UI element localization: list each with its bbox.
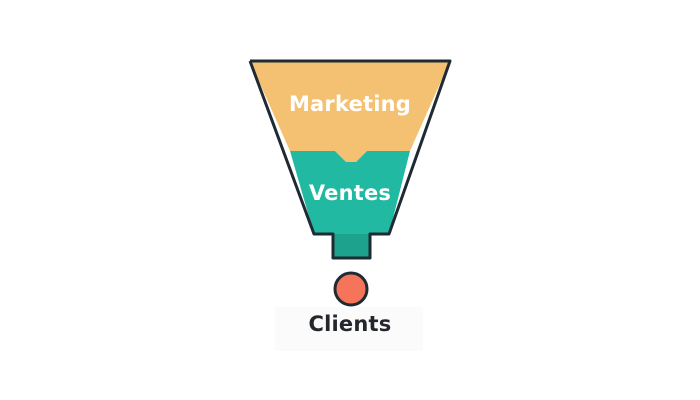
clients-circle [333,271,369,307]
marketing-label: Marketing [289,92,411,116]
funnel-outline [248,59,452,260]
clients-label: Clients [309,312,392,336]
clients-label-background [275,307,423,351]
funnel-stem [333,234,370,258]
ventes-label: Ventes [309,181,391,205]
funnel-stage-marketing [250,61,450,162]
funnel-stage-ventes [290,151,410,234]
